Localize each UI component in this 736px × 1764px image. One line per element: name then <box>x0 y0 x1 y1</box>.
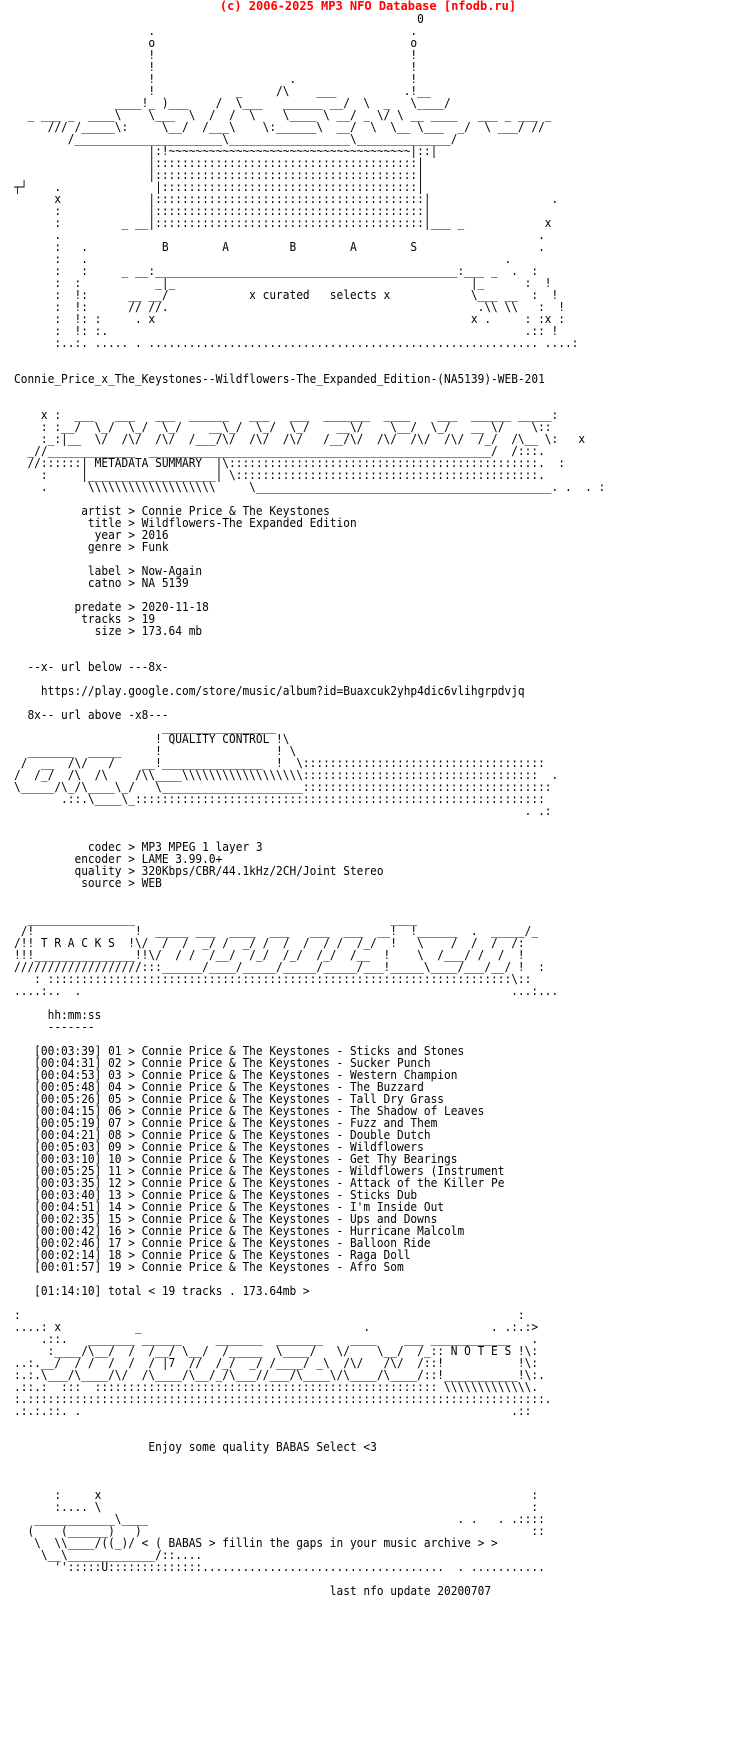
site-header[interactable]: (c) 2006-2025 MP3 NFO Database [nfodb.ru… <box>219 0 517 13</box>
nfo-text: 0 . . o o ! ! <box>14 12 606 1598</box>
